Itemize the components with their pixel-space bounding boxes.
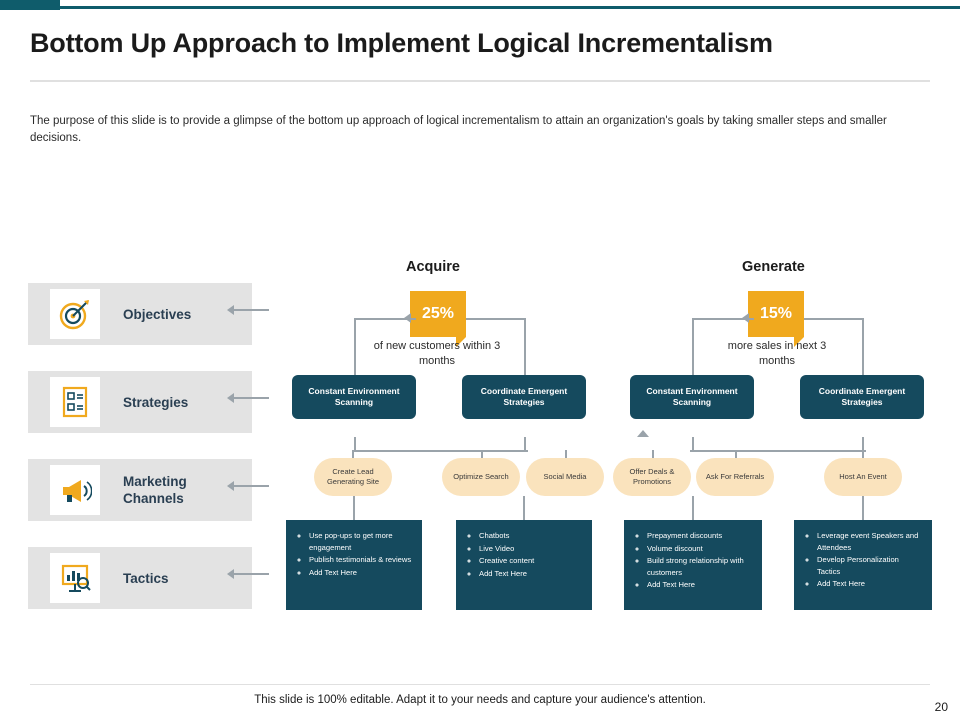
sidebar-item-strategies[interactable]: Strategies [28,371,269,433]
footer-note: This slide is 100% editable. Adapt it to… [254,694,706,706]
footer-divider [30,684,930,685]
connector-line [862,496,864,520]
connector-line [692,437,694,450]
tactic-card[interactable]: Chatbots Live Video Creative content Add… [456,520,592,610]
list-item: Leverage event Speakers and Attendees [817,530,924,553]
tactic-card[interactable]: Leverage event Speakers and Attendees De… [794,520,932,610]
connector-line [692,496,694,520]
page-title: Bottom Up Approach to Implement Logical … [30,28,773,58]
sidebar-item-label: Strategies [123,394,189,410]
connector-line [523,496,525,520]
connector-line [862,450,864,458]
connector-line [735,450,737,458]
tactic-card[interactable]: Use pop-ups to get more engagement Publi… [286,520,422,610]
channel-pill[interactable]: Host An Event [824,458,902,496]
tactic-card[interactable]: Prepayment discounts Volume discount Bui… [624,520,762,610]
channel-pill[interactable]: Optimize Search [442,458,520,496]
strategy-box[interactable]: Constant Environment Scanning [292,375,416,419]
arrow-icon [227,393,269,403]
strategy-box[interactable]: Coordinate Emergent Strategies [800,375,924,419]
plan-board-icon [50,377,100,427]
badge-generate-tail [794,337,804,347]
strategy-box[interactable]: Constant Environment Scanning [630,375,754,419]
list-item: Chatbots [479,530,584,542]
connector-bus [352,450,528,452]
sidebar-item-label: Marketing Channels [123,474,187,506]
connector-bus [690,450,866,452]
sidebar-item-label: Tactics [123,570,169,586]
strategy-box[interactable]: Coordinate Emergent Strategies [462,375,586,419]
list-item: Add Text Here [479,568,584,580]
connector-line [862,318,864,376]
channel-pill[interactable]: Ask For Referrals [696,458,774,496]
list-item: Volume discount [647,543,754,555]
tactic-bullet-list: Use pop-ups to get more engagement Publi… [296,530,414,578]
column-heading-acquire: Acquire [406,259,460,275]
arrow-icon [227,569,269,579]
list-item: Prepayment discounts [647,530,754,542]
top-bar-line [60,6,960,9]
connector-line [804,318,863,320]
list-item: Add Text Here [817,578,924,590]
tactic-bullet-list: Chatbots Live Video Creative content Add… [466,530,584,579]
tactic-bullet-list: Prepayment discounts Volume discount Bui… [634,530,754,591]
badge-generate-percent: 15% [748,291,804,337]
connector-line [352,450,354,458]
top-bar [0,0,960,10]
connector-line [354,437,356,450]
title-divider [30,80,930,82]
channel-pill[interactable]: Social Media [526,458,604,496]
connector-line [692,318,694,376]
arrow-icon [637,430,649,437]
column-heading-generate: Generate [742,259,805,275]
presentation-search-icon [50,553,100,603]
top-bar-accent [0,0,60,10]
connector-line [524,318,526,376]
sidebar-item-tactics[interactable]: Tactics [28,547,269,609]
arrow-icon [404,313,411,323]
badge-acquire-percent: 25% [410,291,466,337]
sidebar-item-label: Objectives [123,306,192,322]
list-item: Build strong relationship with customers [647,555,754,578]
sidebar-item-objectives[interactable]: Objectives [28,283,269,345]
arrow-icon [227,305,269,315]
list-item: Add Text Here [647,579,754,591]
megaphone-icon [50,465,100,515]
list-item: Add Text Here [309,567,414,579]
connector-line [524,437,526,450]
intro-paragraph: The purpose of this slide is to provide … [30,115,887,144]
arrow-icon [227,481,269,491]
connector-line [466,318,525,320]
list-item: Creative content [479,555,584,567]
connector-line [353,496,355,520]
target-dart-icon [50,289,100,339]
list-item: Develop Personalization Tactics [817,554,924,577]
connector-line [354,318,416,320]
page-number: 20 [934,700,948,714]
channel-pill[interactable]: Offer Deals & Promotions [613,458,691,496]
connector-line [692,318,754,320]
sidebar-item-marketing-channels[interactable]: Marketing Channels [28,459,269,521]
connector-line [652,450,654,458]
connector-line [481,450,483,458]
tactic-bullet-list: Leverage event Speakers and Attendees De… [804,530,924,590]
channel-pill[interactable]: Create Lead Generating Site [314,458,392,496]
badge-acquire-caption: of new customers within 3 months [373,340,501,367]
badge-generate-caption: more sales in next 3 months [727,340,827,367]
connector-line [354,318,356,376]
list-item: Live Video [479,543,584,555]
arrow-icon [742,313,749,323]
connector-line [862,437,864,450]
badge-acquire-tail [456,337,466,347]
list-item: Publish testimonials & reviews [309,554,414,566]
connector-line [565,450,567,458]
list-item: Use pop-ups to get more engagement [309,530,414,553]
